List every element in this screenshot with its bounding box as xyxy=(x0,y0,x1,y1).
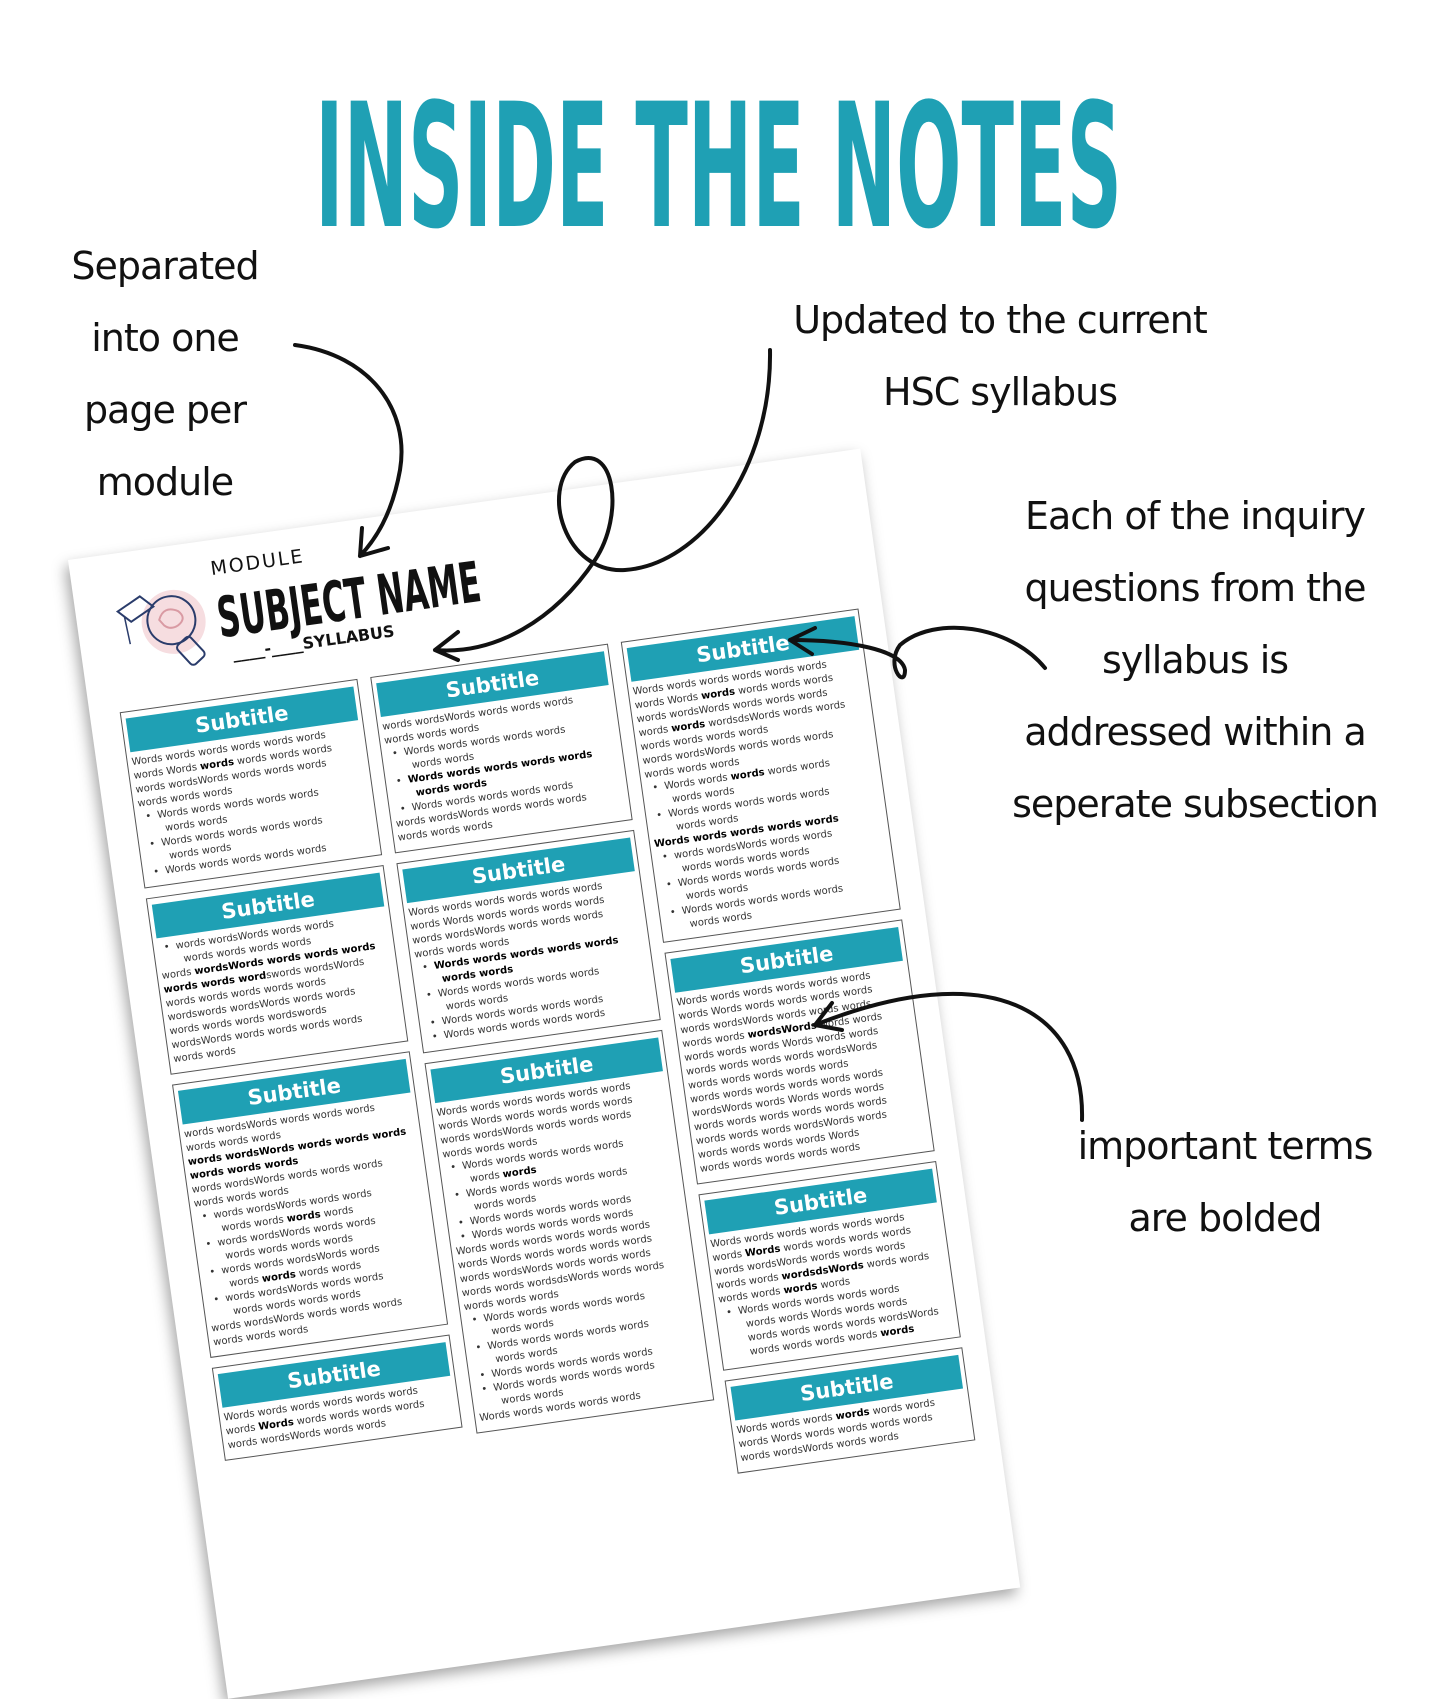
annotation-line: HSC syllabus xyxy=(883,370,1118,414)
headline: INSIDE THE NOTES xyxy=(315,80,1122,240)
arrow-bold xyxy=(813,991,1085,1122)
annotation-line: page per xyxy=(83,388,247,432)
annotation-line: syllabus is xyxy=(1101,638,1289,682)
arrow-inquiry xyxy=(788,625,1047,680)
annotation-arrows xyxy=(293,343,1085,1122)
annotation-syllabus: Updated to the current HSC syllabus xyxy=(730,284,1270,428)
annotation-line: questions from the xyxy=(1024,566,1367,610)
annotation-bold: important terms are bolded xyxy=(1030,1110,1420,1254)
annotation-line: module xyxy=(96,460,234,504)
annotation-line: addressed within a xyxy=(1024,710,1367,754)
annotation-line: important terms xyxy=(1077,1124,1374,1168)
annotation-line: into one xyxy=(91,316,240,360)
headline-wrap: INSIDE THE NOTES xyxy=(315,80,1122,240)
arrow-syllabus xyxy=(433,348,773,662)
annotation-line: Separated xyxy=(71,244,259,288)
annotation-line: are bolded xyxy=(1128,1196,1322,1240)
annotation-line: Each of the inquiry xyxy=(1024,494,1366,538)
notes-page: MODULE SUBJECT NAME ____-____SYLLABUS Su… xyxy=(68,448,1021,1699)
annotation-module: Separated into one page per module xyxy=(35,230,295,518)
annotation-line: Updated to the current xyxy=(793,298,1208,342)
arrow-module xyxy=(293,343,404,558)
annotation-inquiry: Each of the inquiry questions from the s… xyxy=(965,480,1425,840)
lightbulb-brain-icon xyxy=(115,589,206,666)
annotation-line: seperate subsection xyxy=(1012,782,1379,826)
